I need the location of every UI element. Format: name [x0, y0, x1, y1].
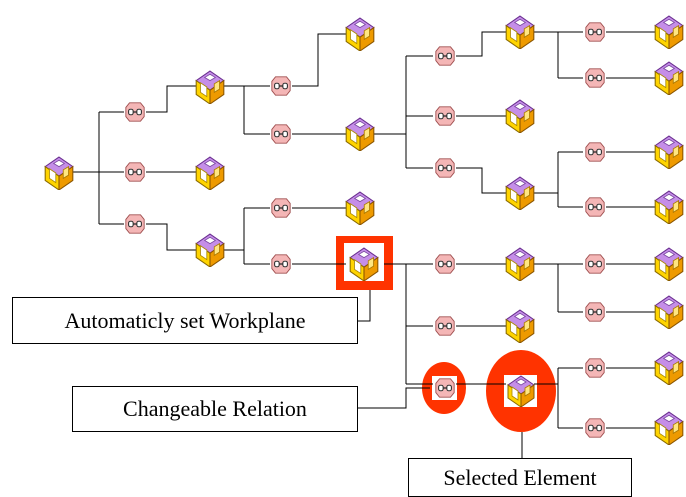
relation-link-icon[interactable] [125, 214, 145, 234]
element-cube-icon[interactable] [654, 15, 684, 49]
relation-link-icon[interactable] [435, 316, 455, 336]
element-cube-icon[interactable] [505, 176, 535, 210]
workplane-callout: Automaticly set Workplane [12, 297, 358, 344]
relation-link-icon[interactable] [585, 68, 605, 88]
relation-link-icon[interactable] [271, 254, 291, 274]
relation-callout: Changeable Relation [72, 386, 358, 432]
element-cube-icon[interactable] [654, 411, 684, 445]
relation-link-icon[interactable] [271, 198, 291, 218]
element-cube-icon[interactable] [654, 351, 684, 385]
element-cube-icon[interactable] [654, 247, 684, 281]
element-cube-icon[interactable] [505, 247, 535, 281]
element-cube-icon[interactable] [195, 233, 225, 267]
element-cube-icon[interactable] [345, 191, 375, 225]
relation-link-icon[interactable] [271, 76, 291, 96]
selected-callout: Selected Element [408, 458, 632, 497]
relation-callout-label: Changeable Relation [123, 396, 307, 421]
element-cube-icon[interactable] [195, 70, 225, 104]
element-cube-icon[interactable] [654, 61, 684, 95]
element-cube-icon[interactable] [654, 295, 684, 329]
relation-link-icon[interactable] [585, 358, 605, 378]
element-cube-icon[interactable] [345, 17, 375, 51]
element-cube-icon[interactable] [654, 190, 684, 224]
relation-link-icon[interactable] [435, 106, 455, 126]
element-cube-icon[interactable] [505, 15, 535, 49]
relation-link-icon[interactable] [585, 197, 605, 217]
relation-link-icon[interactable] [585, 142, 605, 162]
relation-link-icon[interactable] [585, 22, 605, 42]
element-cube-icon[interactable] [505, 309, 535, 343]
element-cube-icon[interactable] [654, 135, 684, 169]
relation-link-icon[interactable] [435, 46, 455, 66]
relation-link-icon[interactable] [125, 162, 145, 182]
element-cube-icon[interactable] [195, 156, 225, 190]
selected-callout-label: Selected Element [443, 464, 597, 490]
relation-link-icon[interactable] [125, 102, 145, 122]
relation-link-icon[interactable] [585, 254, 605, 274]
element-cube-icon[interactable] [44, 156, 74, 190]
relation-link-icon[interactable] [435, 254, 455, 274]
relation-link-icon[interactable] [271, 124, 291, 144]
element-cube-icon[interactable] [345, 117, 375, 151]
element-cube-icon[interactable] [505, 99, 535, 133]
connector-lines [70, 31, 656, 458]
relation-link-icon[interactable] [435, 378, 455, 398]
relation-link-icon[interactable] [435, 158, 455, 178]
relation-link-icon[interactable] [585, 418, 605, 438]
relation-link-icon[interactable] [585, 302, 605, 322]
workplane-callout-label: Automaticly set Workplane [64, 307, 306, 333]
